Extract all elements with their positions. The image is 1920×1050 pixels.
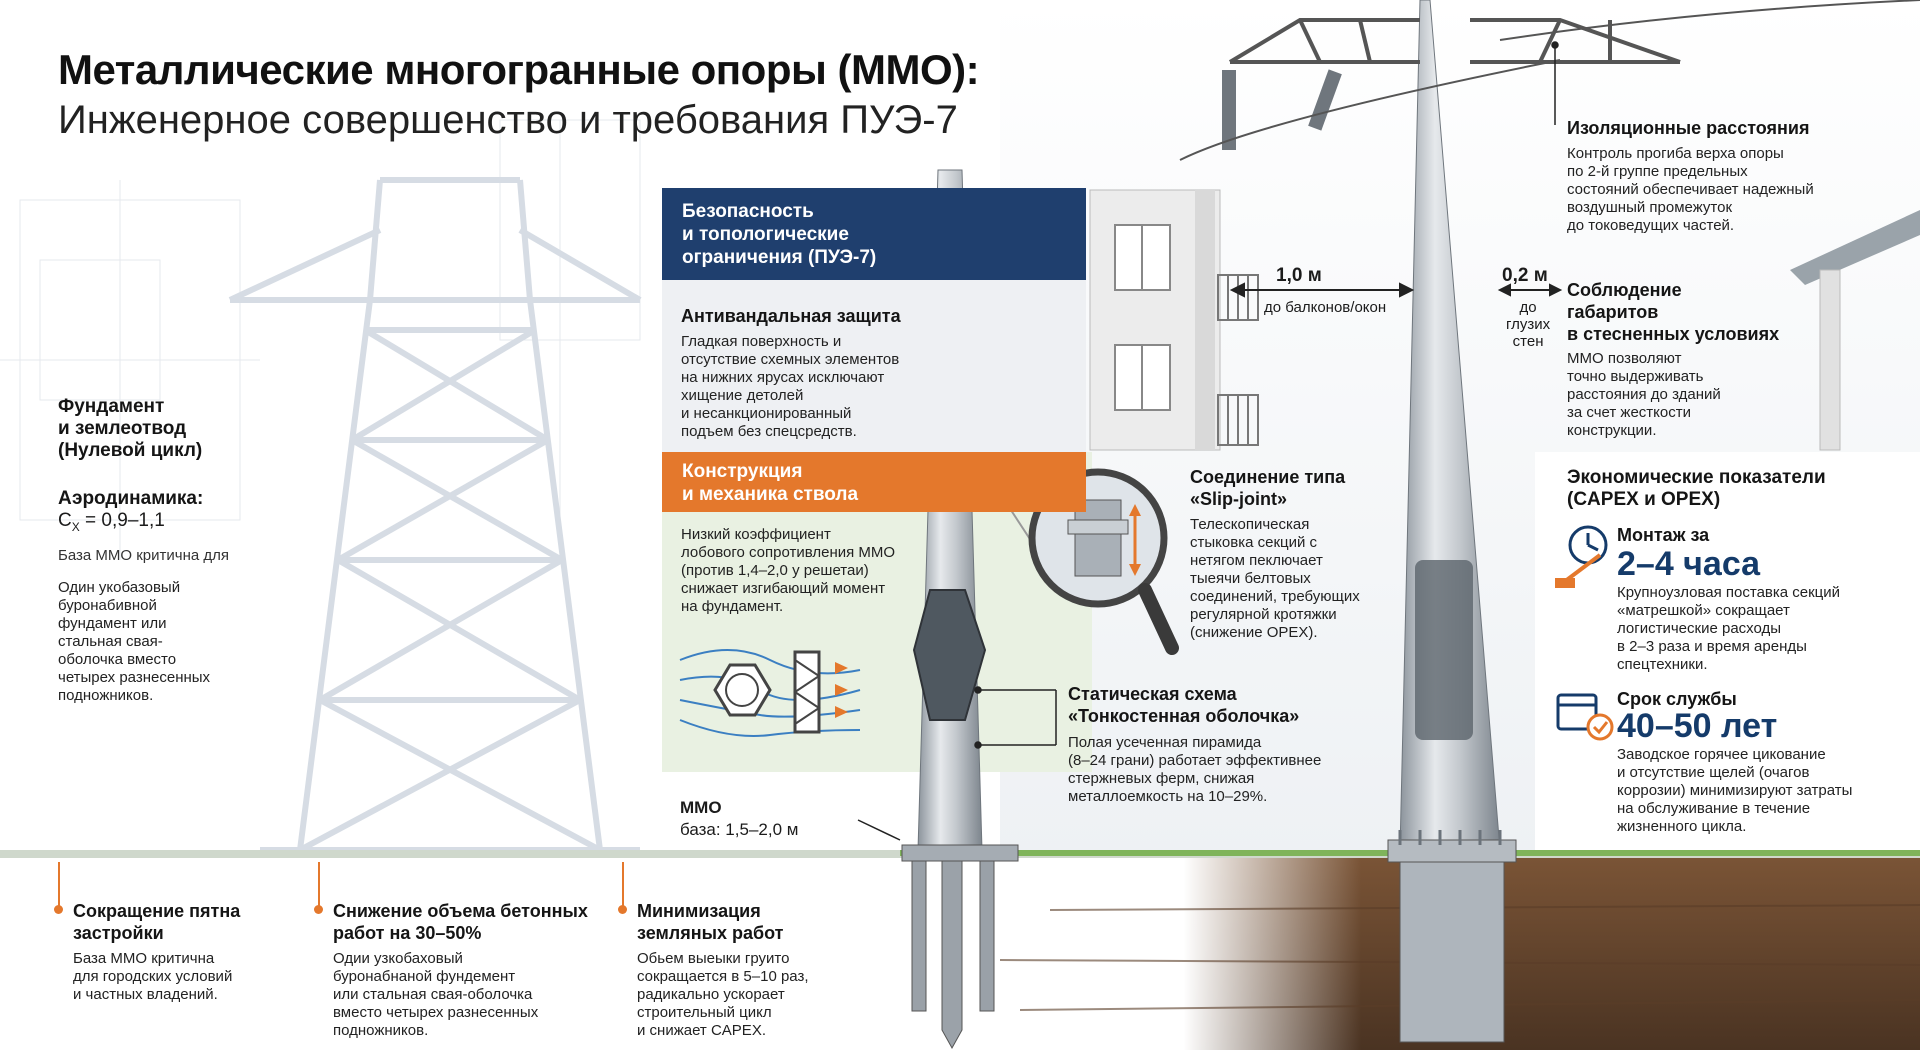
dimension-arrows [1229, 282, 1563, 298]
antivandal-heading: Антивандальная защита [681, 306, 901, 326]
clearance-heading: Соблюдение габаритов в стесненных услови… [1567, 280, 1780, 344]
mmo-base: база: 1,5–2,0 м [680, 820, 799, 839]
building [1089, 189, 1259, 451]
foundation-heading: Фундамент и землеотвод (Нулевой цикл) [58, 396, 203, 461]
economics-heading: Экономические показатели (CAPEX и OPEX) [1567, 467, 1826, 510]
slip-joint-text: Телескопическая стыковка секций с нетяго… [1190, 516, 1360, 641]
bottom-bullet-3 [618, 905, 627, 914]
slip-joint-heading: Соединение типа «Slip-joint» [1190, 467, 1346, 509]
bottom-bullet-2 [314, 905, 323, 914]
antivandal-panel [662, 280, 1086, 452]
wire-2 [1499, 0, 1920, 41]
economics-panel [1535, 452, 1920, 850]
crossarm [1228, 18, 1681, 64]
mount-text: Крупноузловая поставка секций «матрешкой… [1617, 584, 1841, 673]
static-scheme-text: Полая усеченная пирамида (8–24 грани) ра… [1068, 734, 1322, 805]
foundation-text: Один укобазовый буронабивной фундамент и… [58, 579, 211, 704]
mount-label: Монтаж за [1617, 525, 1710, 545]
mount-value: 2–4 часа [1617, 545, 1761, 583]
lattice-tower [228, 177, 642, 853]
blueprint-lines [0, 119, 641, 560]
life-value: 40–50 лет [1617, 707, 1778, 745]
bottom-heading-1: Сокращение пятна застройки [73, 901, 241, 943]
aero-heading: Аэродинамика: [58, 488, 204, 509]
clearance-text: ММО позволяют точно выдерживать расстоян… [1567, 350, 1721, 439]
bottom-bullet-1 [54, 905, 63, 914]
static-scheme-heading: Статическая схема «Тонкостенная оболочка… [1068, 684, 1300, 726]
safety-header: Безопасность и топологические ограничени… [662, 188, 1086, 280]
roof [1790, 210, 1920, 451]
page-subtitle: Инженерное совершенство и требования ПУЭ… [58, 98, 958, 142]
life-label: Срок службы [1617, 689, 1737, 709]
bottom-text-1: База ММО критична для городских условий … [73, 950, 233, 1003]
life-text: Заводское горячее цикование и отсутствие… [1617, 746, 1853, 835]
bottom-text-2: Одии узкобаховый буронабнаной фундемент … [333, 950, 539, 1039]
clock-crane-icon [1555, 525, 1608, 588]
bottom-heading-2: Снижение объема бетонных работ на 30–50% [333, 901, 588, 943]
mmo-label: ММО [680, 798, 722, 817]
aero-diagram [679, 649, 861, 737]
page-title: Металлические многогранные опоры (ММО): [58, 46, 980, 93]
dist-balcony-label: до балконов/окон [1264, 299, 1387, 316]
dist-balcony-value: 1,0 м [1276, 265, 1322, 286]
bottom-text-3: Обьем выеыки груито сокращается в 5–10 р… [637, 950, 809, 1039]
base-note: База ММО критична для [58, 547, 229, 564]
soil-fade [650, 858, 1920, 1050]
bottom-line-3 [622, 862, 624, 912]
construction-header: Конструкция и механика ствола [662, 452, 1086, 512]
wire-1 [1179, 59, 1561, 161]
cx-value: CX = 0,9–1,1 [58, 510, 165, 534]
bottom-line-1 [58, 862, 60, 912]
dist-wall-label: до глузих стен [1506, 299, 1551, 350]
insulation-text: Контроль прогиба верха опоры по 2-й груп… [1567, 145, 1814, 234]
construction-text: Низкий коэффициент лобового сопротивлени… [681, 526, 896, 615]
dist-wall-value: 0,2 м [1502, 265, 1548, 286]
bottom-line-2 [318, 862, 320, 912]
mmo-pole-right [1387, 0, 1517, 1043]
bottom-heading-3: Минимизация земляных работ [637, 901, 784, 943]
insulation-heading: Изоляционные расстояния [1567, 118, 1810, 138]
antivandal-text: Гладкая поверхность и отсутствие схемных… [681, 333, 900, 440]
calendar-check-icon [1556, 693, 1614, 741]
